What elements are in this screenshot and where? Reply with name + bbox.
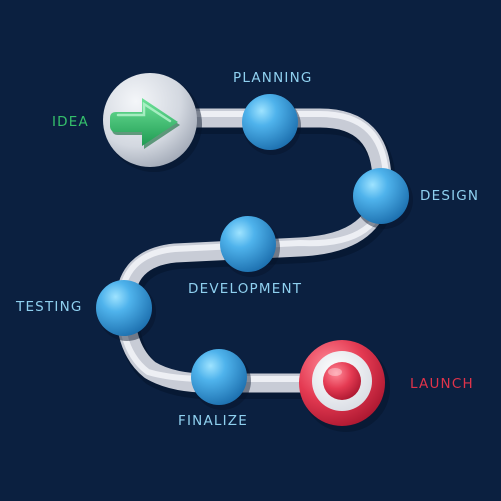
road-path-highlight [118,110,389,383]
milestone-node-design [353,168,413,229]
milestone-node-testing [96,280,156,341]
step-label-finalize: FINALIZE [178,413,248,429]
arrow-right-icon [110,98,180,149]
step-label-launch: LAUNCH [410,376,474,392]
milestone-node-planning [242,94,301,155]
milestone-node-development [220,216,280,277]
step-label-testing: TESTING [16,299,83,315]
step-label-design: DESIGN [420,188,480,204]
step-label-idea: IDEA [52,114,89,130]
milestone-node-finalize [191,349,251,410]
target-icon [299,340,390,432]
start-node [103,73,202,172]
step-label-planning: PLANNING [233,70,313,86]
step-label-development: DEVELOPMENT [188,281,303,297]
